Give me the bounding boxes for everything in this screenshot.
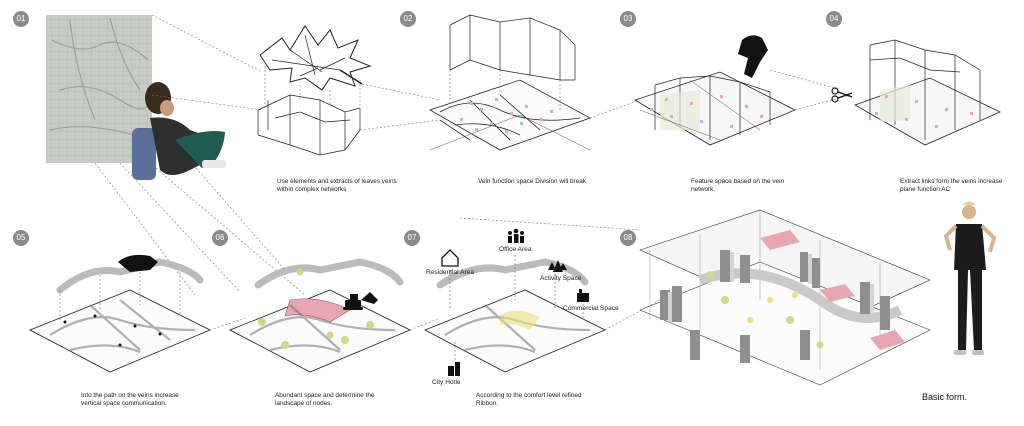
- leader-lines-03: [449, 70, 641, 119]
- step-badge-08: 08: [620, 230, 636, 246]
- step-badge-02: 02: [400, 11, 416, 27]
- panel-04-feature-space: [634, 71, 796, 146]
- activity-trees-icon: [548, 260, 567, 272]
- office-people-icon: [508, 228, 524, 243]
- caption-step-05: Into the path on the veins increase vert…: [81, 392, 179, 408]
- panel-08-massing: [639, 209, 931, 386]
- panel-03-walls: [449, 14, 576, 81]
- caption-step-02: Use elements and extracts of leaves vein…: [277, 178, 397, 194]
- panel-02-vein-walls: [257, 94, 361, 156]
- panel-04b-links: [854, 39, 1001, 146]
- caption-extract-links: Extract links form the veins increase pl…: [900, 178, 1003, 194]
- scissors-icon: [831, 87, 853, 103]
- label-activity-space: Activity Space: [540, 275, 582, 282]
- leader-lines-02: [264, 62, 441, 131]
- step-badge-04: 04: [826, 11, 842, 27]
- excavator-icon: [343, 292, 378, 310]
- commercial-shop-icon: [577, 289, 589, 302]
- step-badge-03: 03: [620, 11, 636, 27]
- caption-step-04: Feature space based on the vein network.: [691, 178, 785, 194]
- leader-lines-04: [769, 69, 851, 111]
- residential-house-icon: [441, 249, 459, 267]
- label-residential-area: Residential Area: [426, 269, 475, 276]
- caption-step-06: Abundant space and determine the landsca…: [275, 392, 375, 408]
- panel-03-base-plane: [429, 79, 591, 151]
- step-badge-05: 05: [13, 230, 29, 246]
- panel-05-vertical-paths: [29, 254, 211, 373]
- step-badge-06: 06: [212, 230, 228, 246]
- label-commercial-space: Commercial Space: [563, 305, 619, 312]
- panel-06-landscape: [229, 258, 411, 373]
- panel-07-ribbon: [424, 255, 606, 373]
- panel-02-leaf-veins: [259, 25, 372, 91]
- step-badge-07: 07: [404, 230, 420, 246]
- caption-step-07: According to the comfort level refined R…: [476, 392, 582, 408]
- hotel-building-icon: [448, 362, 460, 376]
- leader-lines-06: [195, 167, 441, 331]
- caption-step-03: Vein function space Division will break: [478, 178, 586, 185]
- seated-person-figure: [132, 82, 226, 180]
- hand-pointing-icon: [738, 35, 768, 78]
- caption-step-08: Basic form.: [922, 392, 968, 402]
- label-office-area: Office Area: [499, 246, 532, 253]
- step-badge-01: 01: [13, 11, 29, 27]
- leader-lines-07: [459, 217, 661, 331]
- standing-person-figure: [943, 201, 997, 355]
- label-city-hotel: City Hotle: [432, 379, 461, 386]
